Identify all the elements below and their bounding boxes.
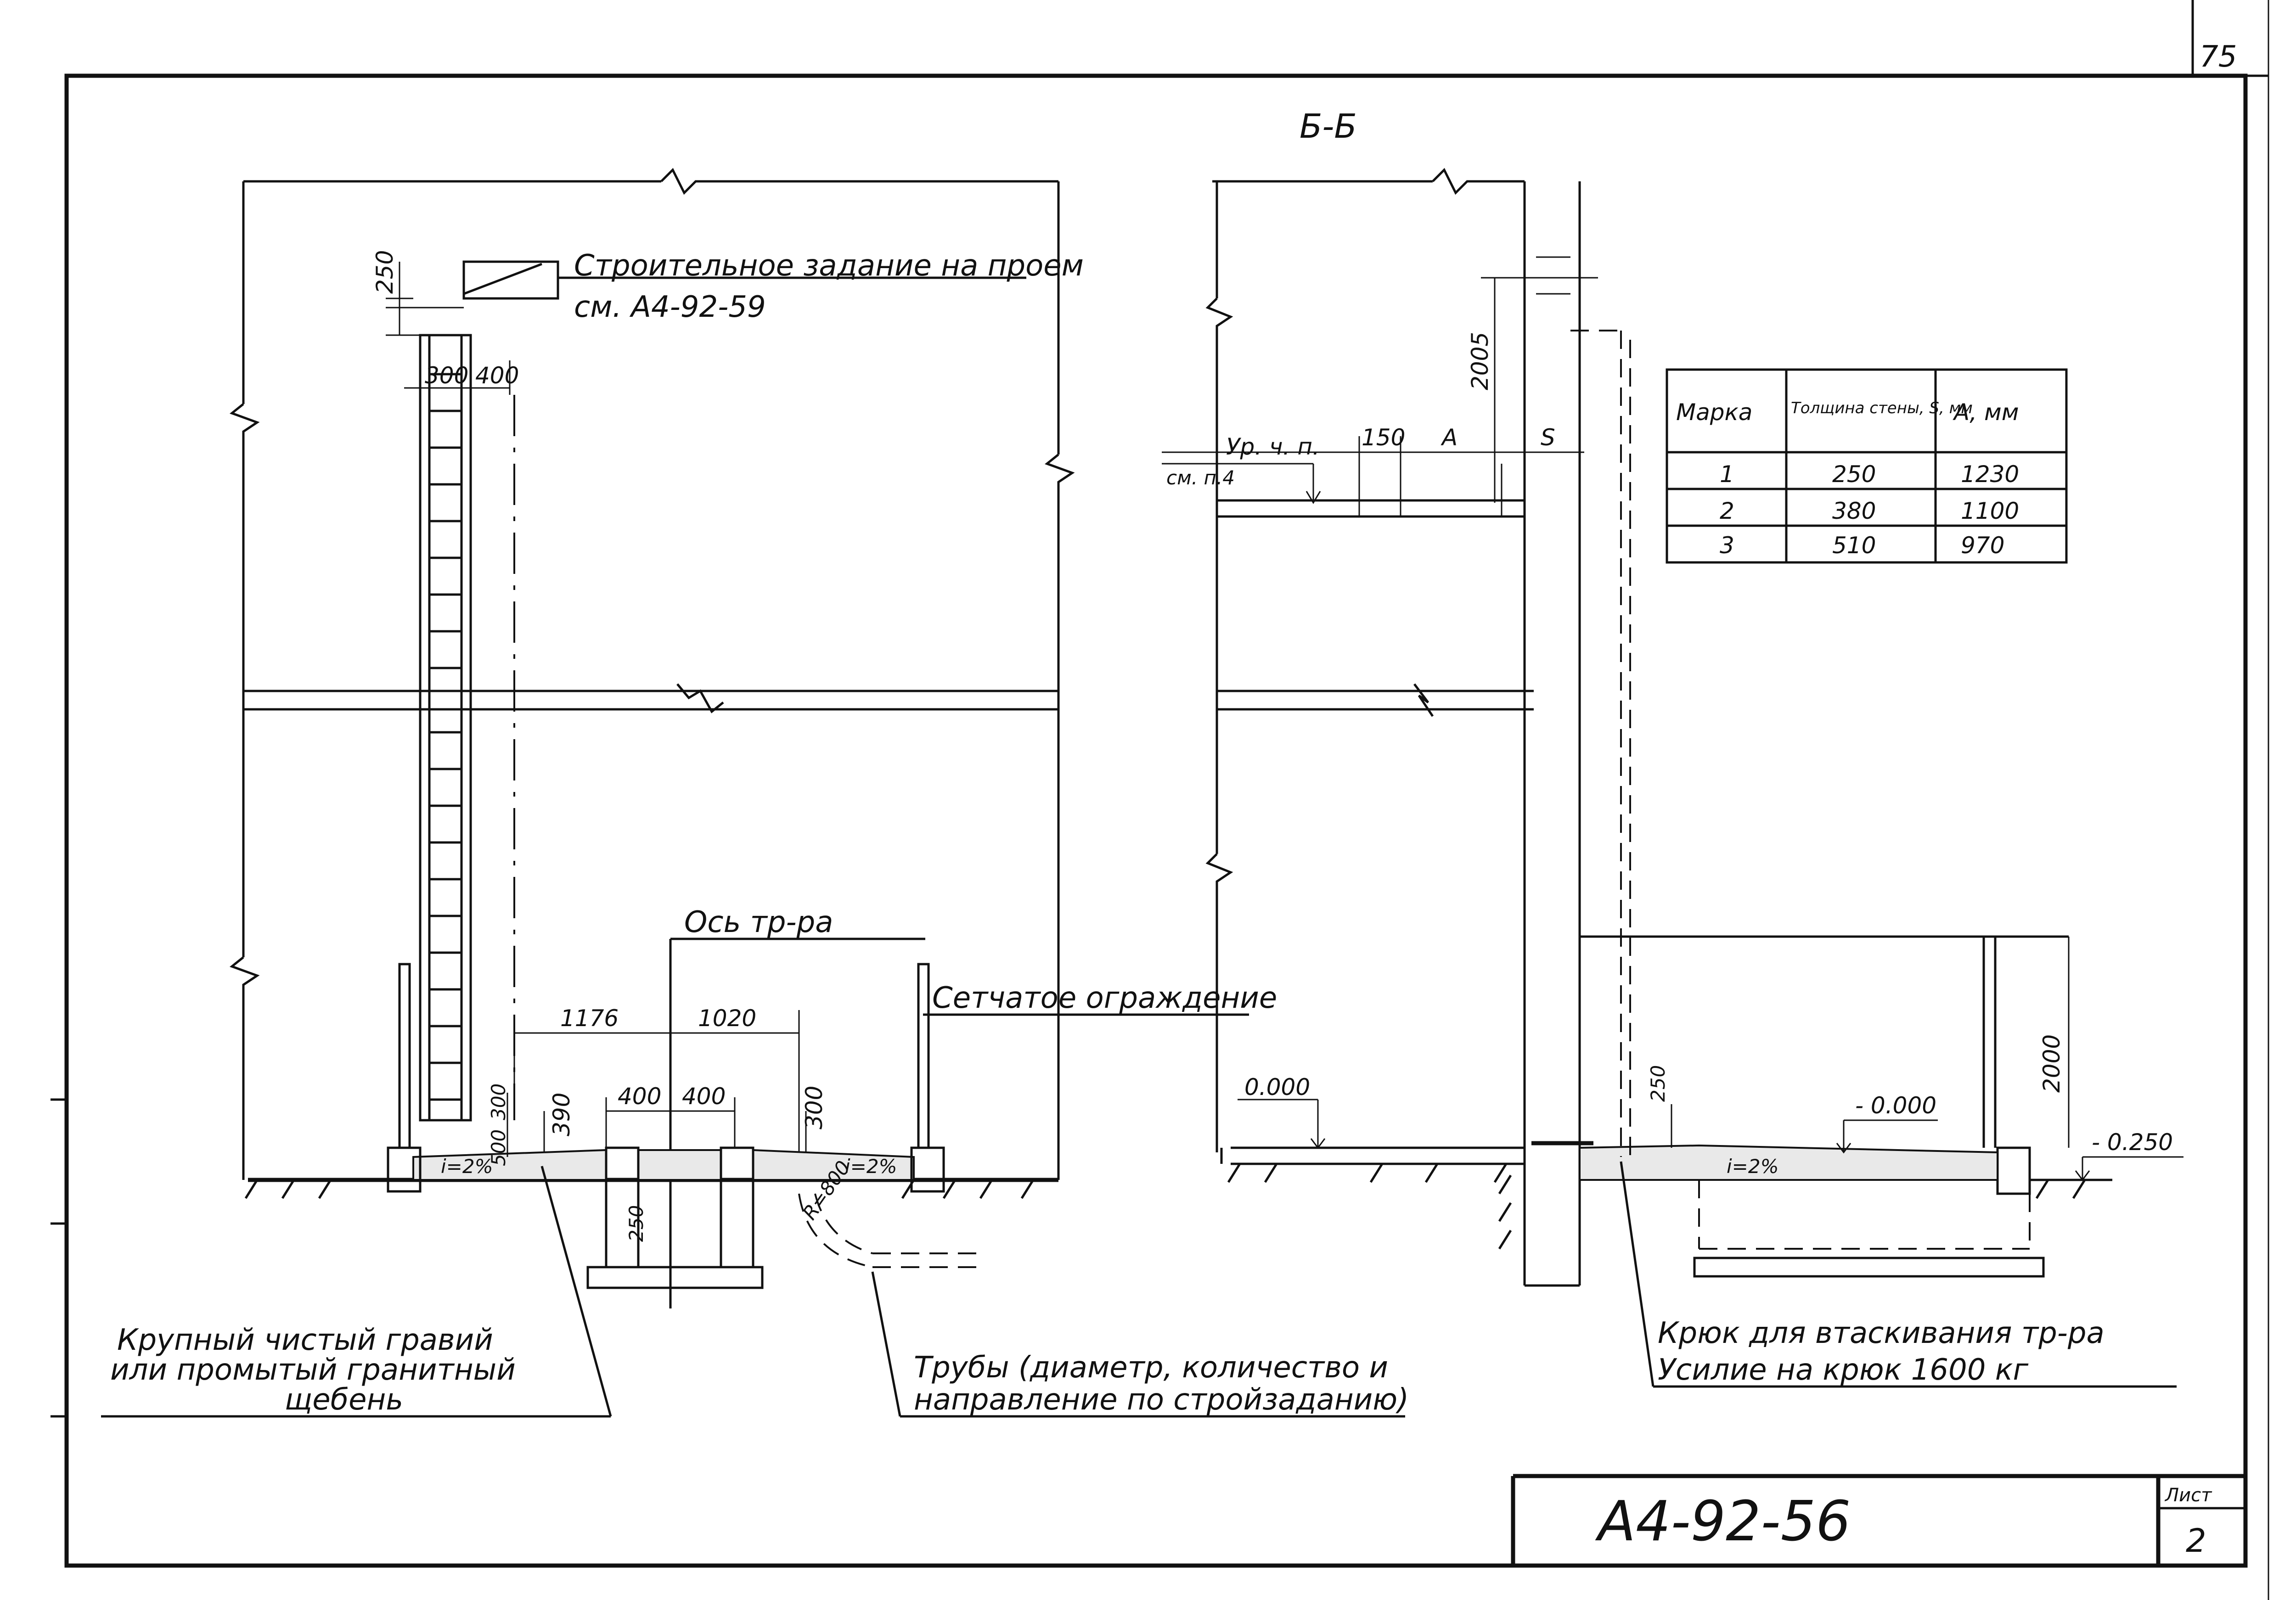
slope-right: i=2%	[845, 1155, 897, 1178]
dim-400-left: 400	[618, 1083, 661, 1110]
dim-500: 500	[487, 1129, 510, 1166]
axis-label: Ось тр-ра	[684, 905, 833, 939]
dim-1020: 1020	[698, 1005, 756, 1032]
section-title: Б-Б	[1300, 107, 1357, 146]
right-view	[1162, 168, 2183, 1388]
pipes-note-line1: Трубы (диаметр, количество и	[914, 1351, 1388, 1385]
table-cell: 510	[1832, 532, 1876, 559]
hook-note-line1: Крюк для втаскивания тр-ра	[1658, 1316, 2105, 1350]
page-number: 75	[2200, 40, 2237, 74]
gravel-note-line1: Крупный чистый гравий	[117, 1323, 493, 1357]
title-block	[1511, 1474, 2245, 1566]
slope-right-view: i=2%	[1727, 1155, 1779, 1178]
table-cell: 1	[1720, 461, 1734, 488]
table-cell: 1230	[1961, 461, 2019, 488]
ground-hatch-left	[244, 1179, 1035, 1199]
sheet-label: Лист	[2164, 1485, 2212, 1506]
dim-390: 390	[548, 1093, 575, 1136]
hook-note-line2: Усилие на крюк 1600 кг	[1658, 1353, 2028, 1387]
table-cell: 970	[1961, 532, 2004, 559]
table-cell: 1100	[1961, 498, 2019, 524]
left-view	[101, 168, 1405, 1418]
dim-300-left: 300	[487, 1084, 510, 1120]
sheet-number: 2	[2186, 1522, 2206, 1560]
dim-250-footing: 250	[625, 1205, 647, 1242]
level-minus-250: - 0.250	[2092, 1129, 2173, 1156]
gravel-note-line3: щебень	[285, 1383, 403, 1417]
level-zero: 0.000	[1244, 1074, 1310, 1100]
dim-400-top: 400	[475, 362, 519, 389]
level-clean-floor-ref: см. п.4	[1166, 466, 1235, 489]
dim-s: S	[1541, 424, 1555, 451]
dim-300-right: 300	[801, 1086, 827, 1129]
dim-250-right: 250	[1647, 1065, 1669, 1102]
slope-left: i=2%	[441, 1155, 493, 1178]
drawing-code: А4-92-56	[1595, 1490, 1851, 1554]
table-cell: 380	[1832, 498, 1876, 524]
table-header-mark: Марка	[1676, 399, 1752, 426]
dim-400-right: 400	[682, 1083, 726, 1110]
dim-2005: 2005	[1467, 332, 1493, 390]
table-cell: 2	[1720, 498, 1734, 524]
fence-label: Сетчатое ограждение	[932, 981, 1277, 1015]
dim-300-top: 300	[425, 362, 468, 389]
level-minus-zero: - 0.000	[1855, 1092, 1936, 1119]
level-clean-floor: Ур. ч. п.	[1226, 433, 1320, 460]
sheet-frame	[51, 0, 2269, 1600]
dim-150: 150	[1362, 424, 1405, 451]
opening-note-ref: см. А4-92-59	[574, 290, 766, 324]
dim-250-top: 250	[371, 250, 398, 294]
table-header-thickness: Толщина стены, S, мм	[1791, 399, 1973, 417]
dim-a: А	[1441, 424, 1458, 451]
table-cell: 3	[1720, 532, 1734, 559]
dim-2000: 2000	[2038, 1034, 2065, 1093]
wall-thickness-table	[1666, 368, 2068, 564]
table-header-a: А, мм	[1953, 399, 2019, 426]
gravel-note-line2: или промытый гранитный	[110, 1353, 516, 1387]
table-cell: 250	[1832, 461, 1876, 488]
pipes-note-line2: направление по стройзаданию)	[914, 1383, 1409, 1417]
dim-1176: 1176	[560, 1005, 619, 1032]
opening-note: Строительное задание на проем	[574, 249, 1084, 283]
